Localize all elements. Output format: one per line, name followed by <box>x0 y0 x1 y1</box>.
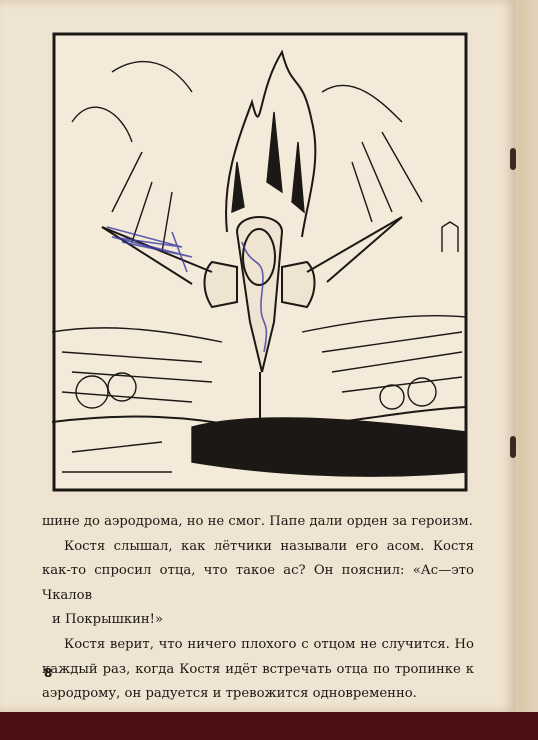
paragraph-1: шине до аэродрома, но не смог. Папе дали… <box>42 514 473 529</box>
staple-top <box>510 148 516 170</box>
staple-bottom <box>510 436 516 458</box>
book-page: шине до аэродрома, но не смог. Папе дали… <box>0 0 516 712</box>
story-text: шине до аэродрома, но не смог. Папе дали… <box>42 510 474 707</box>
paragraph-2: Костя слышал, как лётчики называли его а… <box>42 538 474 603</box>
jet-drawing <box>52 32 468 492</box>
paragraph-2-continued: и Покрышкин!» <box>52 612 164 628</box>
jet-illustration <box>52 32 468 492</box>
paragraph-3: Костя верит, что ничего плохого с отцом … <box>42 636 474 702</box>
pen-scribble <box>106 226 268 353</box>
page-number: 8 <box>44 666 53 680</box>
